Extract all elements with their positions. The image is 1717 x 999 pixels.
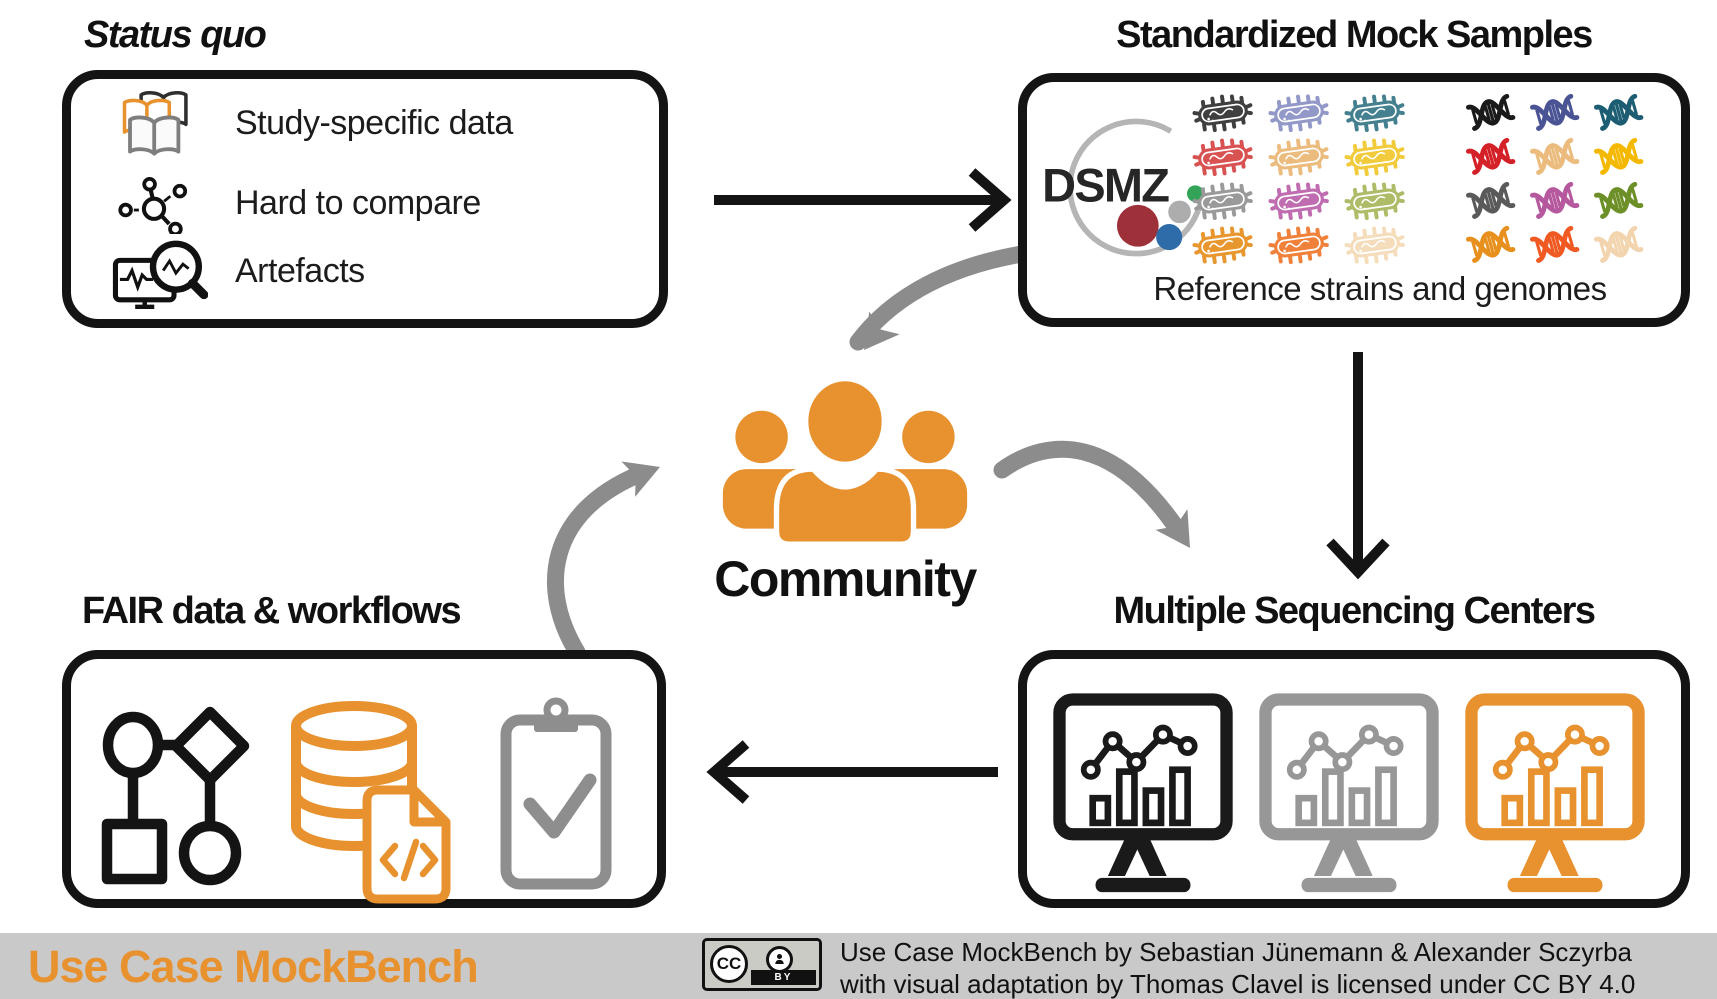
arrow-mock-to-centers [1326, 352, 1390, 580]
cc-icon: CC [710, 945, 748, 983]
sequencing-monitor-icon [1048, 690, 1238, 895]
license-line-1: Use Case MockBench by Sebastian Jünemann… [840, 937, 1632, 967]
dna-icon [1462, 180, 1522, 220]
bacterium-icon [1264, 136, 1334, 178]
bacterium-icon [1188, 224, 1258, 266]
cc-by-badge: CC BY [702, 938, 822, 991]
cc-label: CC [716, 954, 742, 973]
sequencing-monitor-icon [1460, 690, 1650, 895]
dsmz-dot-blue [1156, 224, 1183, 251]
clipboard-check-icon [500, 697, 612, 890]
dsmz-dot-green [1186, 185, 1204, 202]
dna-icon [1590, 136, 1650, 176]
dna-icon [1462, 224, 1522, 264]
dna-icon [1526, 92, 1586, 132]
sequencing-monitor-icon [1254, 690, 1444, 895]
bacterium-icon [1340, 180, 1410, 222]
dsmz-logo: DSMZ [1042, 118, 1205, 257]
bacterium-icon [1188, 92, 1258, 134]
community-label: Community [714, 551, 977, 607]
status-quo-title: Status quo [84, 14, 267, 56]
flowchart-icon [101, 706, 250, 886]
bacterium-icon [1340, 92, 1410, 134]
dna-icon [1590, 224, 1650, 264]
attribution-person-icon [766, 946, 793, 973]
cc-by-strip: BY [751, 970, 816, 985]
dsmz-logo-text: DSMZ [1042, 158, 1169, 211]
footer-brand: Use Case MockBench [28, 941, 479, 992]
dna-icon [1590, 180, 1650, 220]
bacterium-icon [1340, 136, 1410, 178]
bacterium-icon [1188, 136, 1258, 178]
database-code-icon [291, 701, 451, 904]
bacterium-icon [1340, 224, 1410, 266]
dna-icon [1462, 92, 1522, 132]
footer-bar [0, 933, 1717, 999]
community-people-icon [722, 375, 968, 546]
mock-samples-caption: Reference strains and genomes [1153, 270, 1607, 307]
bacterium-icon [1188, 180, 1258, 222]
network-icon [118, 176, 188, 234]
dna-icon [1526, 136, 1586, 176]
books-icon [122, 91, 188, 156]
monitor-magnifier-icon [112, 240, 208, 310]
dna-icon [1590, 92, 1650, 132]
arrow-mock-to-community [849, 245, 1031, 351]
dna-icon [1462, 136, 1522, 176]
arrow-community-to-centers [993, 440, 1190, 548]
mock-samples-title: Standardized Mock Samples [1116, 14, 1593, 56]
fair-title: FAIR data & workflows [82, 590, 462, 632]
arrow-status-to-mock [714, 168, 1012, 232]
bacteria-grid [1188, 92, 1410, 266]
by-label: BY [774, 972, 793, 983]
arrow-centers-to-fair [706, 740, 998, 804]
license-line-2: with visual adaptation by Thomas Clavel … [840, 969, 1636, 999]
bacterium-icon [1264, 180, 1334, 222]
arrow-fair-to-community [547, 461, 660, 661]
sequencing-centers-title: Multiple Sequencing Centers [1113, 590, 1596, 632]
bacterium-icon [1264, 224, 1334, 266]
dna-icon [1526, 180, 1586, 220]
license-text: Use Case MockBench by Sebastian Jünemann… [840, 936, 1635, 999]
dsmz-dot-red [1116, 204, 1159, 247]
status-item-label: Hard to compare [235, 184, 481, 222]
dna-icon [1526, 224, 1586, 264]
status-item-label: Study-specific data [235, 104, 513, 142]
dna-grid [1462, 92, 1650, 264]
monitors-row [1048, 690, 1650, 895]
dsmz-dot-gray [1168, 200, 1191, 224]
code-glyph [379, 838, 439, 882]
status-item-label: Artefacts [235, 252, 365, 290]
bacterium-icon [1264, 92, 1334, 134]
